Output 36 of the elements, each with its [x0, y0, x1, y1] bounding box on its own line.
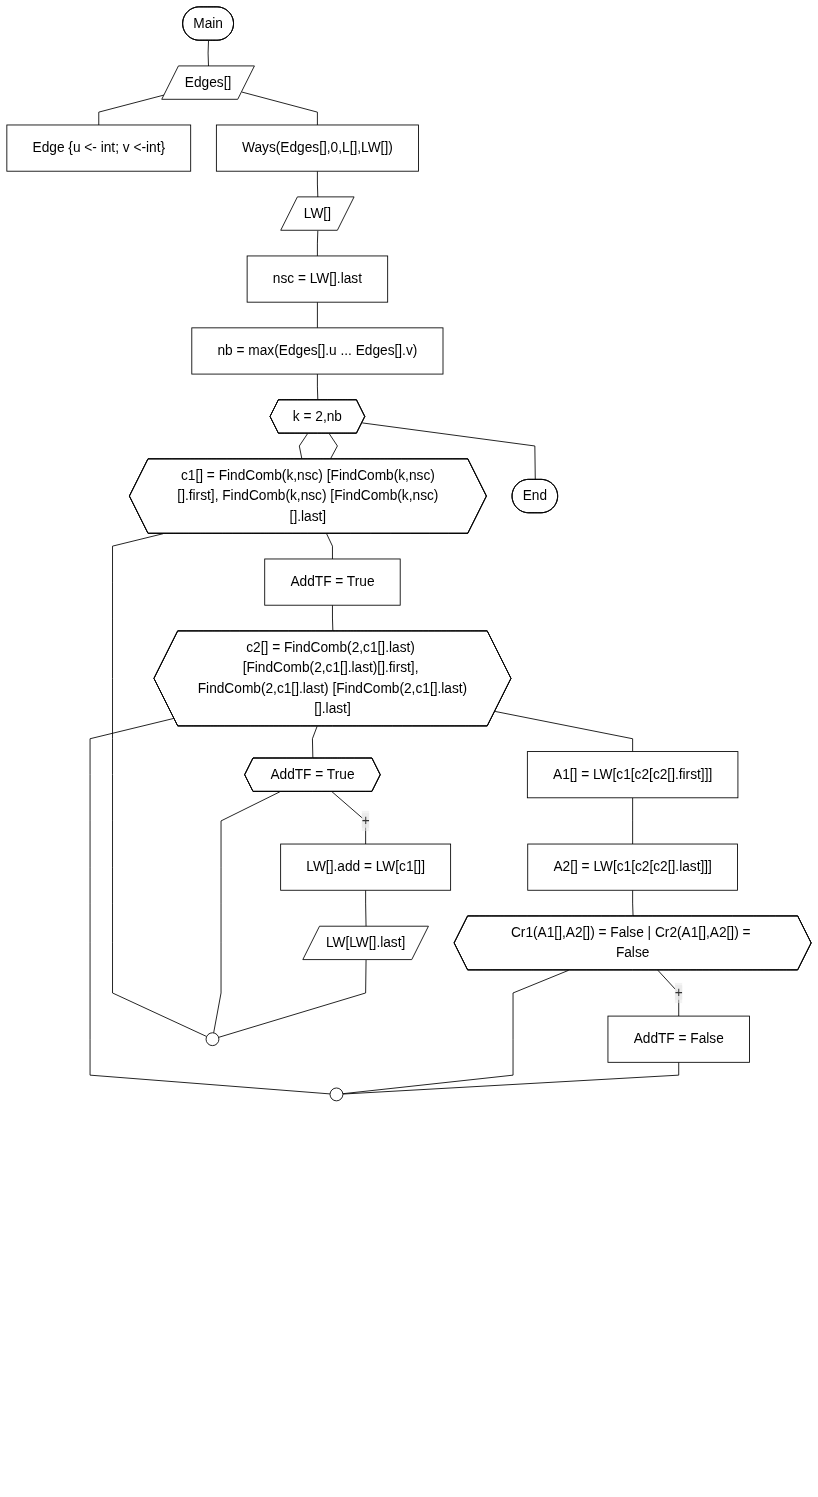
connector: [316, 373, 319, 401]
connector: [332, 604, 334, 632]
node-box: A1[] = LW[c1[c2[c2[].first]]]: [526, 751, 739, 799]
connector: [316, 301, 318, 329]
connector: [298, 433, 309, 460]
node-box: nb = max(Edges[].u ... Edges[].v): [191, 327, 444, 375]
connector: [98, 94, 165, 126]
connector: [632, 889, 634, 917]
edge-label: +: [361, 813, 370, 828]
edge-label: +: [674, 985, 683, 1000]
connector: [316, 170, 319, 198]
connector: [218, 959, 367, 1038]
node-box: Ways(Edges[],0,L[],LW[]): [215, 124, 419, 172]
connector: [207, 40, 209, 67]
connector: [89, 717, 331, 1095]
connector: [361, 422, 536, 481]
node-box: LW[].add = LW[c1[]]: [280, 843, 452, 891]
node-box: A2[] = LW[c1[c2[c2[].last]]]: [527, 843, 738, 891]
connector: [331, 791, 367, 845]
connector: [342, 969, 570, 1095]
node-box: AddTF = False: [607, 1015, 750, 1063]
node-box: AddTF = True: [264, 558, 401, 606]
connector: [326, 533, 333, 560]
connector: [494, 711, 634, 752]
node-box: Edge {u <- int; v <-int}: [6, 124, 192, 172]
connector: [213, 791, 281, 1034]
node-circle: [205, 1032, 220, 1047]
connector: [112, 533, 208, 1037]
connector: [632, 797, 634, 845]
connector: [241, 91, 318, 126]
connector: [365, 889, 367, 928]
node-circle: [329, 1087, 344, 1102]
connector: [342, 1061, 680, 1095]
connector: [312, 725, 318, 759]
node-box: nsc = LW[].last: [246, 255, 389, 303]
connector: [316, 230, 319, 257]
